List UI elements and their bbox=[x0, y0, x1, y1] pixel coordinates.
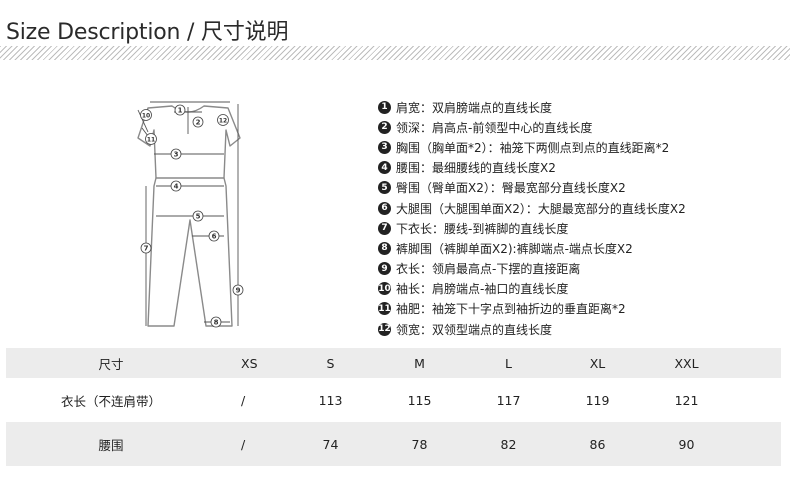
legend-text: 袖长：肩膀端点-袖口的直线长度 bbox=[396, 282, 569, 297]
table-cell: / bbox=[241, 392, 246, 408]
legend-number-badge: 8 bbox=[378, 241, 391, 255]
figure-label-9: 9 bbox=[232, 284, 244, 296]
legend-number-badge: 11 bbox=[378, 302, 391, 316]
legend-item: 3 胸围（胸单面*2）：袖笼下两侧点到点的直线距离*2 bbox=[378, 137, 778, 157]
legend-number-badge: 9 bbox=[378, 262, 391, 276]
svg-text:12: 12 bbox=[219, 118, 227, 125]
garment-diagram: 1 2 3 4 5 6 7 8 9 10 11 12 bbox=[137, 101, 244, 328]
legend-item: 8 裤脚围（裤脚单面X2):裤脚端点-端点长度X2 bbox=[378, 238, 778, 258]
table-header-row: 尺寸 XS S M L XL XXL bbox=[6, 348, 781, 378]
table-cell: 衣长（不连肩带） bbox=[60, 393, 161, 409]
table-cell: 119 bbox=[585, 392, 610, 408]
figure-label-5: 5 bbox=[192, 210, 204, 222]
table-cell: 78 bbox=[411, 436, 428, 452]
figure-label-6: 6 bbox=[208, 230, 220, 242]
table-row: 衣长（不连肩带） / 113 115 117 119 121 bbox=[6, 378, 781, 422]
svg-text:9: 9 bbox=[236, 287, 241, 295]
table-header-cell: S bbox=[326, 355, 335, 371]
legend-number-badge: 4 bbox=[378, 161, 391, 175]
legend-item: 1 肩宽：双肩膀端点的直线长度 bbox=[378, 97, 778, 117]
legend-number-badge: 10 bbox=[378, 282, 391, 296]
legend-text: 腰围：最细腰线的直线长度X2 bbox=[396, 161, 556, 176]
figure-label-11: 11 bbox=[145, 133, 157, 145]
legend-item: 9 衣长：领肩最高点-下摆的直接距离 bbox=[378, 259, 778, 279]
legend-text: 大腿围（大腿围单面X2）：大腿最宽部分的直线长度X2 bbox=[396, 201, 686, 216]
legend-number-badge: 12 bbox=[378, 322, 391, 336]
figure-label-7: 7 bbox=[140, 242, 152, 254]
legend-item: 12 领宽：双领型端点的直线长度 bbox=[378, 319, 778, 339]
figure-label-8: 8 bbox=[210, 316, 222, 328]
legend-text: 胸围（胸单面*2）：袖笼下两侧点到点的直线距离*2 bbox=[396, 140, 670, 155]
legend-text: 肩宽：双肩膀端点的直线长度 bbox=[396, 100, 553, 115]
table-header-cell: 尺寸 bbox=[98, 356, 124, 372]
legend-item: 11 袖肥：袖笼下十字点到袖折边的垂直距离*2 bbox=[378, 299, 778, 319]
figure-label-3: 3 bbox=[170, 148, 182, 160]
figure-label-2: 2 bbox=[192, 116, 204, 128]
table-cell: 117 bbox=[496, 392, 521, 408]
header-divider bbox=[0, 46, 790, 60]
table-cell: 113 bbox=[318, 392, 343, 408]
svg-text:5: 5 bbox=[196, 213, 201, 221]
legend-text: 领深：肩高点-前领型中心的直线长度 bbox=[396, 120, 593, 135]
table-header-cell: XL bbox=[589, 355, 606, 371]
figure-label-12: 12 bbox=[217, 114, 229, 126]
table-header-cell: L bbox=[505, 355, 512, 371]
legend-number-badge: 1 bbox=[378, 100, 391, 114]
table-header-cell: M bbox=[414, 355, 425, 371]
table-header-cell: XXL bbox=[674, 355, 699, 371]
legend-number-badge: 7 bbox=[378, 221, 391, 235]
svg-text:11: 11 bbox=[147, 137, 155, 144]
svg-text:2: 2 bbox=[196, 119, 201, 127]
svg-text:1: 1 bbox=[178, 107, 183, 115]
table-cell: / bbox=[241, 436, 246, 452]
legend-item: 10 袖长：肩膀端点-袖口的直线长度 bbox=[378, 279, 778, 299]
table-cell: 86 bbox=[589, 436, 606, 452]
svg-text:7: 7 bbox=[144, 245, 149, 253]
table-cell: 90 bbox=[678, 436, 695, 452]
size-table: 尺寸 XS S M L XL XXL 衣长（不连肩带） / 113 115 11… bbox=[6, 348, 781, 466]
legend-text: 衣长：领肩最高点-下摆的直接距离 bbox=[396, 262, 581, 277]
measurement-legend: 1 肩宽：双肩膀端点的直线长度 2 领深：肩高点-前领型中心的直线长度 3 胸围（胸单… bbox=[378, 97, 778, 339]
legend-text: 臀围（臀单面X2）：臀最宽部分直线长度X2 bbox=[396, 181, 626, 196]
svg-text:3: 3 bbox=[174, 151, 179, 159]
figure-label-10: 10 bbox=[140, 109, 152, 121]
table-cell: 121 bbox=[674, 392, 699, 408]
svg-text:10: 10 bbox=[142, 113, 150, 120]
legend-text: 下衣长：腰线-到裤脚的直线长度 bbox=[396, 221, 569, 236]
legend-text: 袖肥：袖笼下十字点到袖折边的垂直距离*2 bbox=[396, 302, 626, 317]
legend-number-badge: 6 bbox=[378, 201, 391, 215]
legend-number-badge: 2 bbox=[378, 120, 391, 134]
legend-item: 4 腰围：最细腰线的直线长度X2 bbox=[378, 158, 778, 178]
legend-number-badge: 3 bbox=[378, 140, 391, 154]
legend-text: 领宽：双领型端点的直线长度 bbox=[396, 322, 553, 337]
table-cell: 82 bbox=[500, 436, 517, 452]
table-cell: 74 bbox=[322, 436, 339, 452]
page-title: Size Description / 尺寸说明 bbox=[6, 20, 289, 45]
table-cell: 115 bbox=[407, 392, 432, 408]
legend-item: 5 臀围（臀单面X2）：臀最宽部分直线长度X2 bbox=[378, 178, 778, 198]
legend-text: 裤脚围（裤脚单面X2):裤脚端点-端点长度X2 bbox=[396, 241, 633, 256]
svg-text:8: 8 bbox=[214, 319, 219, 327]
svg-text:6: 6 bbox=[212, 233, 217, 241]
legend-number-badge: 5 bbox=[378, 181, 391, 195]
legend-item: 7 下衣长：腰线-到裤脚的直线长度 bbox=[378, 218, 778, 238]
svg-text:4: 4 bbox=[174, 183, 179, 191]
table-header-cell: XS bbox=[241, 355, 258, 371]
figure-label-1: 1 bbox=[174, 104, 186, 116]
legend-item: 6 大腿围（大腿围单面X2）：大腿最宽部分的直线长度X2 bbox=[378, 198, 778, 218]
table-row: 腰围 / 74 78 82 86 90 bbox=[6, 422, 781, 466]
legend-item: 2 领深：肩高点-前领型中心的直线长度 bbox=[378, 117, 778, 137]
table-cell: 腰围 bbox=[98, 437, 124, 453]
figure-label-4: 4 bbox=[170, 180, 182, 192]
